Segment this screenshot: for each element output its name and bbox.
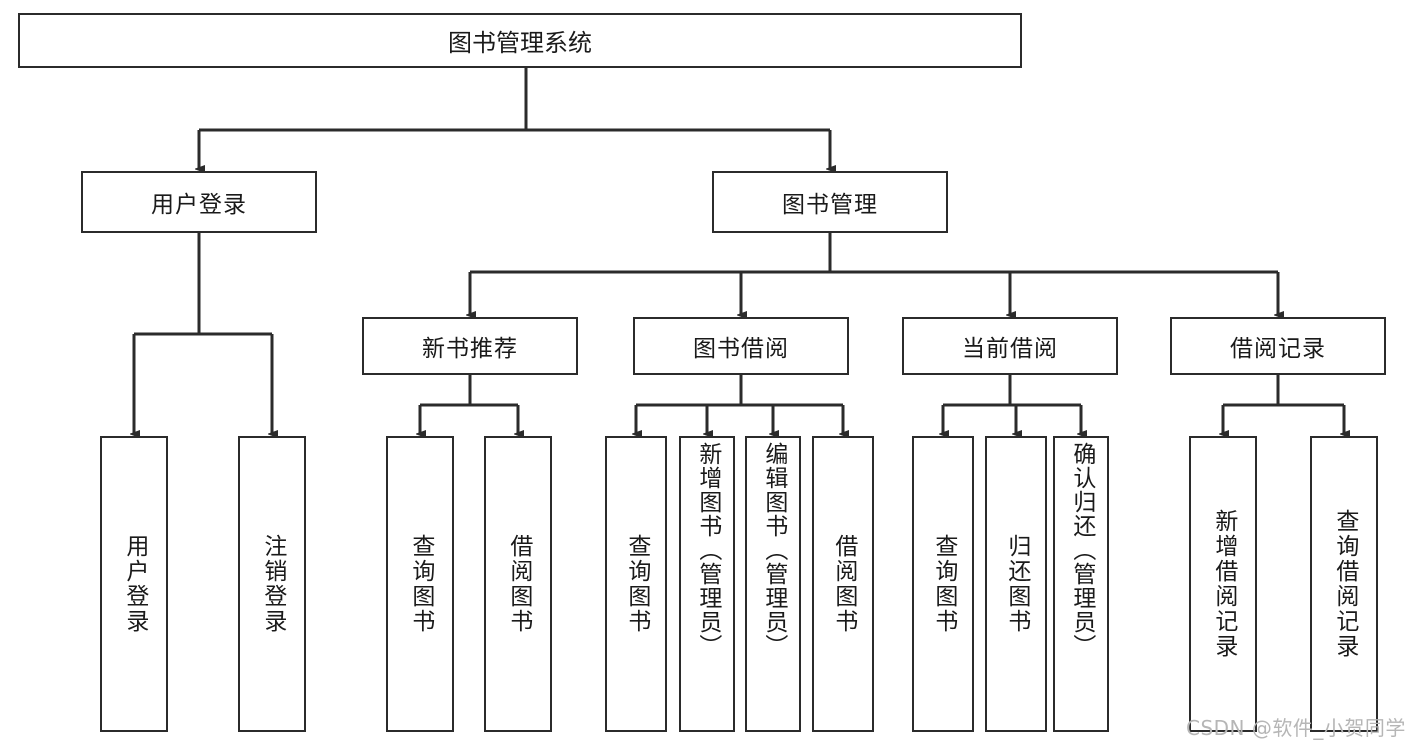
node-leaf-query-record[interactable]: 查询借阅记录 (1310, 436, 1378, 732)
node-root[interactable]: 图书管理系统 (18, 13, 1022, 68)
node-borrow-record[interactable]: 借阅记录 (1170, 317, 1386, 375)
node-current-borrow[interactable]: 当前借阅 (902, 317, 1118, 375)
node-new-book-recommend[interactable]: 新书推荐 (362, 317, 578, 375)
node-leaf-query-book-3[interactable]: 查询图书 (912, 436, 974, 732)
node-book-manage[interactable]: 图书管理 (712, 171, 948, 233)
node-leaf-add-book[interactable]: 新增图书（管理员） (679, 436, 735, 732)
node-leaf-return-book[interactable]: 归还图书 (985, 436, 1047, 732)
node-leaf-borrow-book-2[interactable]: 借阅图书 (812, 436, 874, 732)
node-user-login[interactable]: 用户登录 (81, 171, 317, 233)
node-leaf-query-book-2[interactable]: 查询图书 (605, 436, 667, 732)
csdn-watermark: CSDN @软件_小贺同学 (1186, 716, 1405, 740)
node-leaf-user-login[interactable]: 用户登录 (100, 436, 168, 732)
node-leaf-query-book-1[interactable]: 查询图书 (386, 436, 454, 732)
node-leaf-edit-book[interactable]: 编辑图书（管理员） (745, 436, 801, 732)
node-leaf-add-record[interactable]: 新增借阅记录 (1189, 436, 1257, 732)
node-leaf-logout-login[interactable]: 注销登录 (238, 436, 306, 732)
node-book-borrow[interactable]: 图书借阅 (633, 317, 849, 375)
node-leaf-confirm-return[interactable]: 确认归还（管理员） (1053, 436, 1109, 732)
node-leaf-borrow-book-1[interactable]: 借阅图书 (484, 436, 552, 732)
